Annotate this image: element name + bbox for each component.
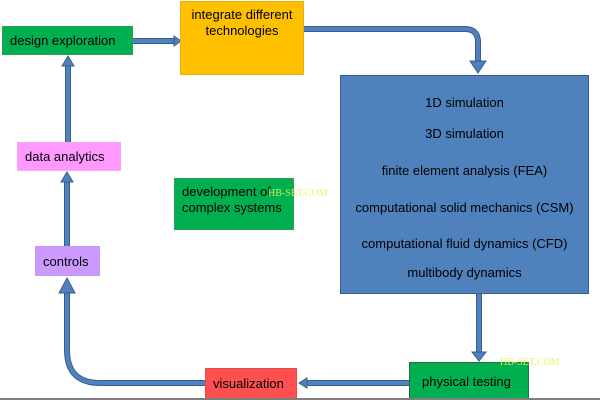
arrow-simulation-to-physical <box>470 294 488 362</box>
node-label-line1: development of <box>182 184 271 199</box>
node-development-complex-systems: development of complex systems <box>174 178 294 230</box>
sim-item-multibody: multibody dynamics <box>407 265 522 280</box>
node-label-line2: technologies <box>205 23 279 38</box>
arrow-visualization-to-controls <box>58 276 205 386</box>
watermark: HB-SET.COM <box>268 188 328 199</box>
node-simulation: 1D simulation 3D simulation finite eleme… <box>340 75 589 294</box>
sim-item-1d: 1D simulation <box>425 95 504 110</box>
node-label: design exploration <box>10 33 116 48</box>
arrow-controls-to-data <box>60 171 74 246</box>
sim-item-3d: 3D simulation <box>425 126 504 141</box>
node-data-analytics: data analytics <box>17 142 121 171</box>
node-label: physical testing <box>422 374 511 389</box>
node-visualization: visualization <box>205 368 297 399</box>
node-label-line2: complex systems <box>182 200 282 215</box>
node-design-exploration: design exploration <box>2 26 133 55</box>
sim-item-cfd: computational fluid dynamics (CFD) <box>361 236 568 251</box>
arrow-integrate-to-simulation <box>304 26 487 74</box>
node-label: data analytics <box>25 149 105 164</box>
node-label: controls <box>43 254 89 269</box>
arrow-data-to-design <box>61 55 75 142</box>
sim-item-fea: finite element analysis (FEA) <box>381 163 548 178</box>
node-label: visualization <box>213 376 284 391</box>
bottom-border <box>0 398 600 400</box>
sim-item-csm: computational solid mechanics (CSM) <box>355 200 574 215</box>
node-controls: controls <box>35 246 100 276</box>
node-integrate-technologies: integrate different technologies <box>180 1 304 75</box>
watermark: HB-SET.COM <box>500 357 560 368</box>
node-label-line1: integrate different <box>191 7 293 22</box>
arrow-physical-to-visualization <box>298 377 409 389</box>
arrow-design-to-integrate <box>133 35 182 47</box>
